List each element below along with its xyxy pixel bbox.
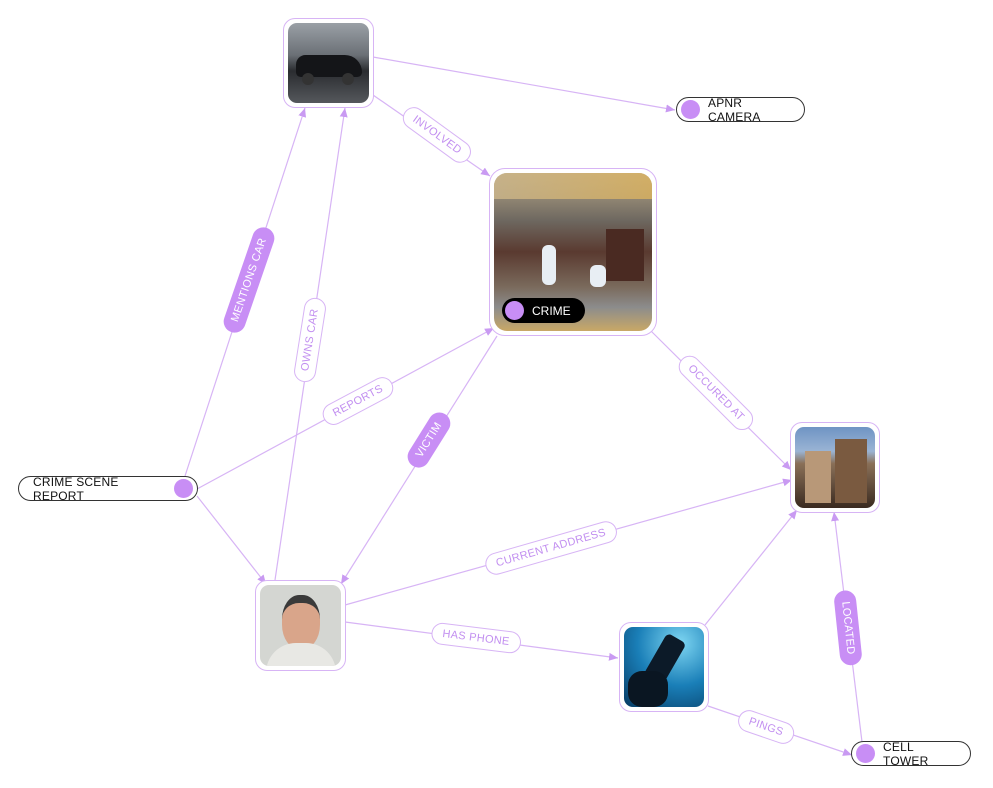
- car-node[interactable]: [283, 18, 374, 108]
- car-image: [288, 23, 369, 103]
- phone-node[interactable]: [619, 622, 709, 712]
- cell-tower-label: CELL TOWER: [883, 739, 929, 768]
- edge-car-apnr: [372, 56, 676, 113]
- crime-dot-icon: [505, 301, 524, 320]
- crime-scene-report-dot-icon: [174, 479, 193, 498]
- crime-node[interactable]: CRIME: [489, 168, 657, 336]
- crime-badge: CRIME: [502, 298, 585, 323]
- crime-scene-image: CRIME: [494, 173, 652, 331]
- apnr-camera-label: APNR CAMERA: [708, 95, 761, 124]
- crime-scene-report-label: CRIME SCENE REPORT: [33, 474, 119, 503]
- cell-tower-node[interactable]: CELL TOWER: [851, 739, 971, 768]
- person-node[interactable]: [255, 580, 346, 671]
- person-image: [260, 585, 341, 666]
- apnr-camera-dot-icon: [681, 100, 700, 119]
- cell-tower-dot-icon: [856, 744, 875, 763]
- house-node[interactable]: [790, 422, 880, 513]
- edge-phone-house: [704, 509, 798, 626]
- apnr-camera-node[interactable]: APNR CAMERA: [676, 95, 805, 124]
- crime-label: CRIME: [532, 303, 571, 318]
- house-image: [795, 427, 875, 508]
- crime-scene-report-node[interactable]: CRIME SCENE REPORT: [18, 474, 198, 503]
- phone-image: [624, 627, 704, 707]
- edge-report-person: [196, 495, 267, 585]
